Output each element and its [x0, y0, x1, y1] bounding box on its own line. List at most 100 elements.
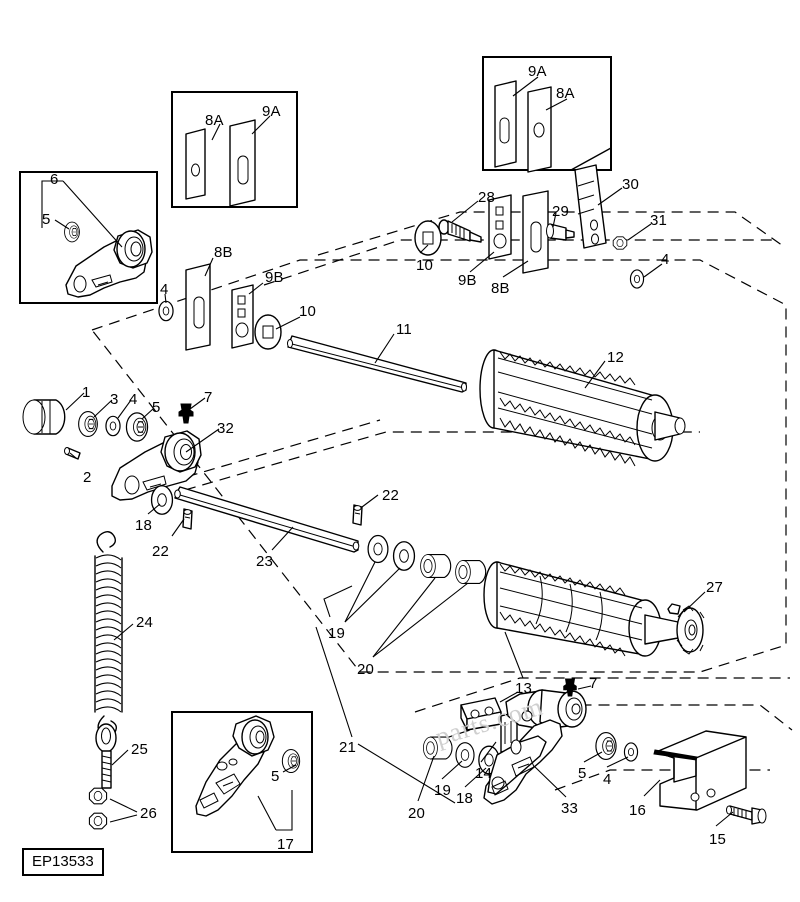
- callout-5: 5: [42, 211, 51, 228]
- callout-15: 15: [709, 831, 727, 848]
- callout-29: 29: [552, 203, 570, 220]
- callout-27: 27: [706, 579, 724, 596]
- callout-30: 30: [622, 176, 640, 193]
- callout-8B: 8B: [214, 244, 233, 261]
- callout-9B: 9B: [265, 269, 284, 286]
- pin-2: [64, 447, 81, 460]
- callout-5: 5: [578, 765, 587, 782]
- sprocket-27: [667, 603, 705, 655]
- callout-18: 18: [456, 790, 474, 807]
- washer-19-b: [392, 541, 416, 571]
- callout-22: 22: [382, 487, 400, 504]
- plate-8B-upper: [522, 190, 549, 274]
- plate-8B-left: [185, 263, 211, 351]
- knife-30: [574, 164, 607, 249]
- callout-4: 4: [129, 391, 138, 408]
- callout-4: 4: [603, 771, 612, 788]
- pin-22-right: [352, 504, 363, 526]
- bolt-15: [726, 805, 767, 825]
- washer-4-a: [105, 415, 121, 437]
- bushing-5-box17: [281, 748, 301, 774]
- callout-7: 7: [589, 675, 598, 692]
- shaft-11: [287, 335, 467, 393]
- callout-13: 13: [515, 680, 533, 697]
- callout-26: 26: [140, 805, 158, 822]
- washer-19-a: [367, 534, 389, 564]
- callout-31: 31: [650, 212, 668, 229]
- callout-12: 12: [607, 349, 625, 366]
- callout-8A: 8A: [205, 112, 224, 129]
- callout-9A: 9A: [262, 103, 281, 120]
- plate-8A-upper: [185, 128, 206, 200]
- roller-12: [479, 349, 686, 467]
- bushing-20-low: [422, 736, 453, 760]
- shield-16: [653, 730, 747, 811]
- nut-26-b: [88, 812, 108, 830]
- washer-4-upper: [629, 269, 645, 289]
- callout-16: 16: [629, 802, 647, 819]
- callout-5: 5: [271, 768, 280, 785]
- callout-14: 14: [475, 765, 493, 782]
- crank-arm-6: [65, 229, 153, 298]
- washer-10-upper: [414, 220, 442, 256]
- callout-9B: 9B: [458, 272, 477, 289]
- callout-24: 24: [136, 614, 154, 631]
- plate-9B-upper: [488, 194, 512, 260]
- callout-10: 10: [416, 257, 434, 274]
- nut-26-a: [88, 787, 108, 805]
- washer-18-mid: [150, 485, 174, 515]
- callout-19: 19: [328, 625, 346, 642]
- callout-19: 19: [434, 782, 452, 799]
- eye-bolt-25: [95, 723, 117, 789]
- housing-33: [483, 689, 587, 805]
- callout-6: 6: [50, 171, 59, 188]
- callout-28: 28: [478, 189, 496, 206]
- bracket-17: [195, 715, 275, 817]
- washer-4-midleft: [158, 300, 174, 322]
- callout-17: 17: [277, 836, 295, 853]
- bearing-5-low: [595, 731, 617, 761]
- nut-31: [612, 236, 628, 250]
- callout-5: 5: [152, 399, 161, 416]
- callout-8B: 8B: [491, 280, 510, 297]
- callout-9A: 9A: [528, 63, 547, 80]
- callout-2: 2: [83, 469, 92, 486]
- plate-8A-right: [527, 86, 552, 173]
- callout-8A: 8A: [556, 85, 575, 102]
- plate-9A-upper: [229, 119, 256, 207]
- callout-4: 4: [661, 251, 670, 268]
- bearing-3: [78, 410, 98, 438]
- callout-11: 11: [396, 321, 412, 338]
- callout-20: 20: [408, 805, 426, 822]
- figure-id-plate: EP13533: [22, 848, 104, 876]
- spring-24: [94, 531, 123, 737]
- rod-23: [174, 486, 360, 553]
- callout-10: 10: [299, 303, 317, 320]
- arm-32: [111, 430, 202, 501]
- roller-lower-13: [483, 561, 679, 657]
- washer-10-left: [254, 314, 282, 350]
- callout-33: 33: [561, 800, 579, 817]
- callout-25: 25: [131, 741, 149, 758]
- grease-fitting-7a: [178, 403, 194, 424]
- callout-23: 23: [256, 553, 274, 570]
- bushing-20-a: [420, 553, 452, 579]
- callout-3: 3: [110, 391, 119, 408]
- callout-20: 20: [357, 661, 375, 678]
- bushing-5-inset: [64, 221, 80, 243]
- plate-9A-right: [494, 80, 517, 168]
- callout-18: 18: [135, 517, 153, 534]
- pin-22-left: [182, 508, 193, 530]
- callout-21: 21: [339, 739, 357, 756]
- plate-13-low: [460, 697, 502, 731]
- callout-4: 4: [160, 281, 169, 298]
- bushing-1: [22, 399, 66, 435]
- callout-32: 32: [217, 420, 235, 437]
- bolt-28: [438, 219, 482, 243]
- pin-29: [546, 223, 575, 241]
- plate-9B-left: [231, 284, 254, 349]
- bushing-20-b: [455, 559, 487, 585]
- callout-7: 7: [204, 389, 213, 406]
